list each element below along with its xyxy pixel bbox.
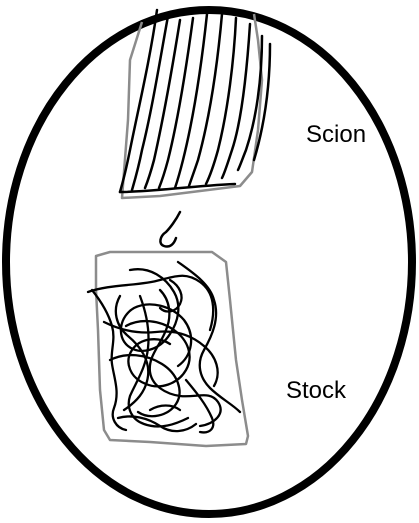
stock-drawing [88, 252, 248, 446]
scion-drawing [120, 10, 270, 198]
connector-squiggle [160, 212, 180, 247]
outer-ellipse [6, 10, 412, 514]
stock-label: Stock [286, 377, 347, 404]
stock-scribble [88, 262, 240, 432]
scion-label: Scion [306, 121, 366, 148]
scion-strokes [120, 10, 270, 192]
